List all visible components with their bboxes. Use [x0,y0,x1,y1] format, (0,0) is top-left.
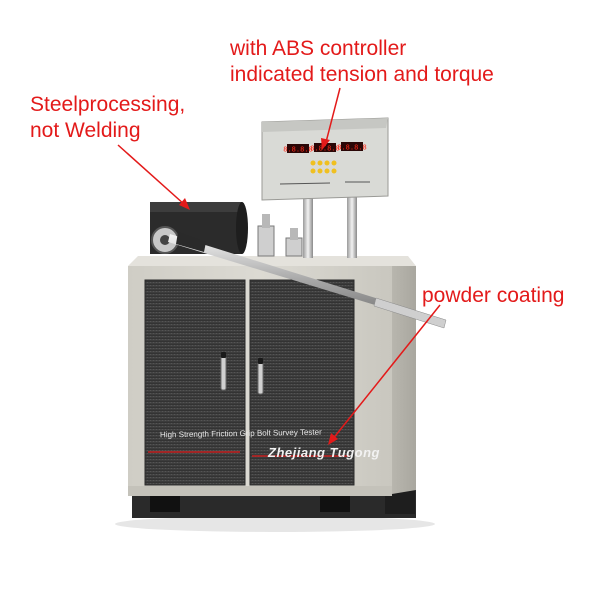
svg-text:8.8.8.8: 8.8.8.8 [283,146,313,154]
callout-steel-line1: Steelprocessing, [30,93,186,116]
svg-text:8.8.8.8: 8.8.8.8 [310,145,340,153]
arrow-controller-head [321,138,330,150]
annotation-arrows [117,87,441,445]
left-door [144,279,246,486]
callout-coating-text: powder coating [422,284,565,307]
arrow-steel-head [179,198,190,210]
led-display-3 [341,142,363,151]
led-display-2 [314,143,336,152]
callout-controller: with ABS controller indicated tension an… [230,36,494,88]
left-door-handle [220,355,227,391]
right-door-handle [257,361,264,395]
callout-coating: powder coating [422,283,564,309]
callout-controller-line2: indicated tension and torque [230,63,494,86]
brand-label: Zhejiang Tugong [268,445,380,460]
arrow-steel [117,144,186,206]
floor-shadow [115,516,435,532]
control-buttons [310,160,337,174]
led-display-1 [287,144,309,153]
controller-poles [303,190,357,258]
arrow-coating-head [328,433,338,445]
bolt-fixtures [257,214,303,257]
abs-controller: 8.8.8.8 8.8.8.8 8.8.8.8 [261,117,389,201]
arrow-controller [324,87,341,147]
callout-controller-line1: with ABS controller [230,37,407,60]
arrow-coating [331,304,441,441]
right-door [249,279,355,486]
svg-text:8.8.8.8: 8.8.8.8 [337,144,367,152]
callout-steel: Steelprocessing, not Welding [30,92,185,144]
callout-steel-line2: not Welding [30,119,141,142]
